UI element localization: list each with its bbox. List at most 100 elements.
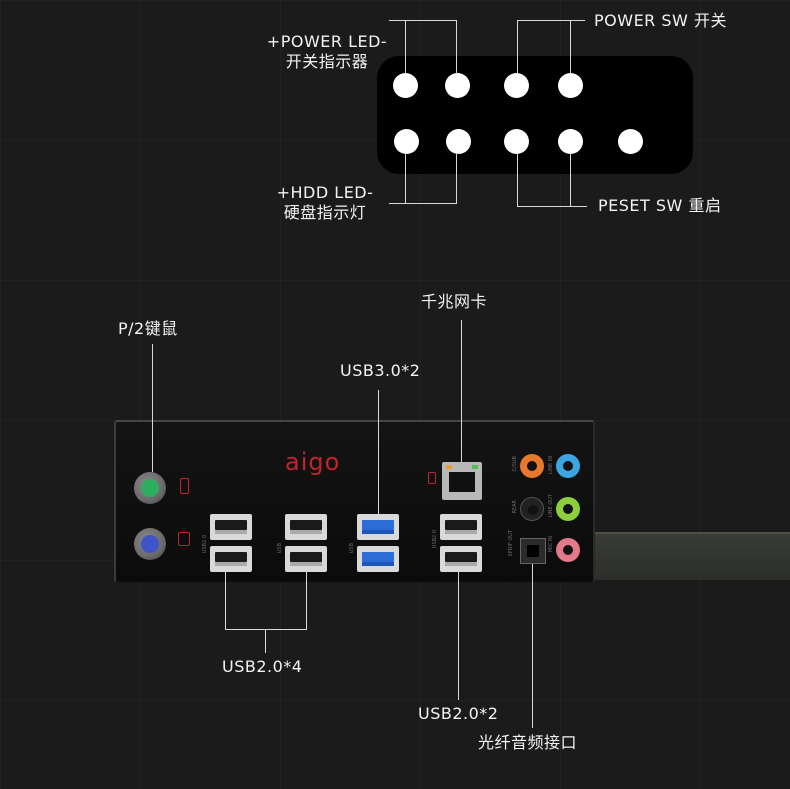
io-shield: [114, 420, 595, 582]
lan-led: [446, 465, 452, 469]
silkscreen-label: SPDIF OUT: [508, 530, 514, 557]
ps2-mouse-socket: [141, 479, 159, 497]
usb3-port: [357, 514, 399, 540]
leader-line: [225, 629, 307, 630]
usb-slot: [362, 552, 394, 562]
leader-line: [378, 390, 379, 514]
header-pin: [394, 129, 419, 154]
silkscreen-label: USB: [277, 543, 283, 554]
header-pin: [393, 73, 418, 98]
leader-line: [517, 20, 518, 74]
leader-line: [517, 154, 518, 207]
hdd-led-label: +HDD LED- 硬盘指示灯: [276, 183, 374, 222]
audio-line-in-jack: [556, 454, 580, 478]
usb2-port: [210, 514, 252, 540]
usb-tongue: [362, 562, 394, 566]
leader-line: [456, 20, 457, 74]
header-pin: [446, 129, 471, 154]
jack-hole: [563, 545, 573, 555]
silkscreen-label: REAR: [512, 500, 518, 514]
header-pin: [504, 129, 529, 154]
leader-line: [570, 20, 571, 74]
lan-led: [472, 465, 478, 469]
header-pin: [445, 73, 470, 98]
leader-line: [389, 203, 456, 204]
motherboard-edge: [594, 532, 790, 580]
leader-line: [456, 154, 457, 204]
header-pin: [558, 73, 583, 98]
leader-line: [405, 20, 406, 74]
leader-line: [225, 572, 226, 630]
usb2-port: [440, 514, 482, 540]
ps2-label: P/2键鼠: [118, 319, 178, 338]
silkscreen-label: C/SUB: [512, 456, 518, 472]
usb-tongue: [362, 530, 394, 534]
lan-port: [442, 462, 482, 500]
front-panel-header: [377, 56, 693, 174]
leader-line: [570, 154, 571, 207]
silkscreen-label: USB2.0: [202, 535, 208, 554]
audio-line-out-jack: [556, 497, 580, 521]
network-icon: [428, 472, 436, 484]
audio-rear-jack: [520, 497, 544, 521]
reset-sw-label: PESET SW 重启: [598, 196, 722, 215]
usb-slot: [445, 552, 477, 562]
silkscreen-label: MIC IN: [548, 536, 554, 553]
usb-slot: [215, 552, 247, 562]
usb-tongue: [215, 562, 247, 566]
leader-line: [517, 20, 585, 21]
leader-line: [389, 20, 456, 21]
silkscreen-label: USB: [349, 543, 355, 554]
silkscreen-label: LINE OUT: [548, 494, 554, 518]
lan-socket: [449, 472, 475, 492]
leader-line: [306, 572, 307, 630]
audio-mic-in-jack: [556, 538, 580, 562]
jack-hole: [527, 461, 537, 471]
header-pin: [618, 129, 643, 154]
usb3-label: USB3.0*2: [340, 361, 421, 380]
jack-hole: [563, 504, 573, 514]
jack-hole: [528, 505, 538, 515]
leader-line: [152, 344, 153, 472]
header-pin: [504, 73, 529, 98]
ps2-keyboard-socket: [141, 535, 159, 553]
ps2-keyboard-port: [134, 528, 166, 560]
leader-line: [461, 320, 462, 462]
usb-slot: [290, 520, 322, 530]
leader-line: [458, 572, 459, 700]
optical-label: 光纤音频接口: [478, 733, 578, 752]
usb-slot: [290, 552, 322, 562]
jack-hole: [563, 461, 573, 471]
usb2-left-label: USB2.0*4: [222, 657, 303, 676]
header-pin: [558, 129, 583, 154]
optical-socket: [527, 545, 539, 557]
usb3-port: [357, 546, 399, 572]
leader-line: [517, 206, 587, 207]
audio-csub-jack: [520, 454, 544, 478]
usb2-port: [285, 546, 327, 572]
lan-label: 千兆网卡: [421, 292, 488, 311]
usb-tongue: [445, 562, 477, 566]
keyboard-icon: [178, 532, 190, 546]
leader-line: [532, 564, 533, 728]
brand-logo: aigo: [285, 448, 341, 476]
usb2-port: [440, 546, 482, 572]
usb-slot: [362, 520, 394, 530]
usb-tongue: [215, 530, 247, 534]
power-sw-label: POWER SW 开关: [594, 11, 727, 30]
usb2-port: [285, 514, 327, 540]
silkscreen-label: LINE IN: [548, 456, 554, 474]
spdif-optical-port: [520, 538, 546, 564]
usb-tongue: [445, 530, 477, 534]
silkscreen-label: USB2.0: [432, 530, 438, 549]
mouse-icon: [180, 478, 189, 494]
usb-tongue: [290, 530, 322, 534]
usb-slot: [215, 520, 247, 530]
leader-line: [265, 629, 266, 653]
usb-tongue: [290, 562, 322, 566]
usb-slot: [445, 520, 477, 530]
usb2-right-label: USB2.0*2: [418, 704, 499, 723]
leader-line: [405, 154, 406, 204]
ps2-mouse-port: [134, 472, 166, 504]
